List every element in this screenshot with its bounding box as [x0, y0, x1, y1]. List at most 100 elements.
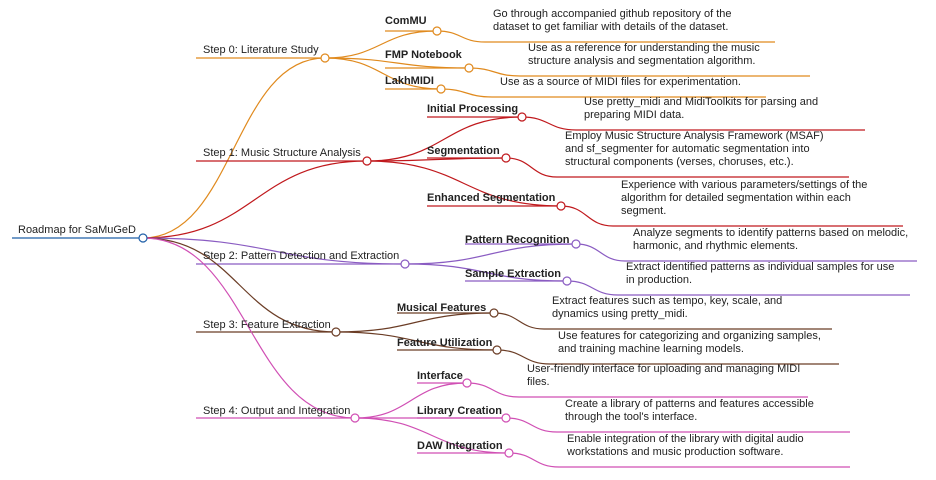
- description-line: Experience with various parameters/setti…: [621, 179, 868, 191]
- branch-step-2-to-child-1: [404, 263, 568, 282]
- child-node-label-1-2[interactable]: Enhanced Segmentation: [427, 192, 556, 204]
- branch-step-4-to-child-0: [354, 382, 468, 419]
- child-node-label-4-1[interactable]: Library Creation: [417, 405, 502, 417]
- child-node-label-1-0[interactable]: Initial Processing: [427, 103, 519, 115]
- branch-step-3-to-child-1: [335, 331, 498, 351]
- branch-child-to-desc-0-2: [440, 88, 493, 98]
- child-description-2-0: Analyze segments to identify patterns ba…: [633, 227, 908, 253]
- child-node-circle-4-2[interactable]: [504, 448, 514, 458]
- child-node-label-0-0[interactable]: ComMU: [385, 15, 427, 27]
- description-line: in production.: [626, 274, 693, 286]
- branch-child-to-desc-1-0: [521, 116, 577, 131]
- description-line: files.: [527, 376, 550, 388]
- description-line: Use features for categorizing and organi…: [558, 330, 821, 342]
- step-node-circle-2[interactable]: [400, 259, 410, 269]
- child-node-label-0-2[interactable]: LakhMIDI: [385, 75, 434, 87]
- child-node-circle-2-1[interactable]: [562, 276, 572, 286]
- child-node-label-0-1[interactable]: FMP Notebook: [385, 49, 462, 61]
- branch-step-1-to-child-0: [366, 116, 523, 162]
- step-node-circle-3[interactable]: [331, 327, 341, 337]
- branch-root-to-step-4: [142, 237, 356, 419]
- description-line: and training machine learning models.: [558, 343, 744, 355]
- child-description-2-1: Extract identified patterns as individua…: [626, 261, 894, 287]
- description-line: structure analysis and segmentation algo…: [528, 55, 756, 67]
- child-description-0-2: Use as a source of MIDI files for experi…: [500, 76, 741, 89]
- branch-child-to-desc-0-0: [436, 30, 486, 43]
- child-node-circle-3-1[interactable]: [492, 345, 502, 355]
- description-line: Use as a source of MIDI files for experi…: [500, 76, 741, 88]
- child-node-label-2-0[interactable]: Pattern Recognition: [465, 234, 570, 246]
- description-line: Analyze segments to identify patterns ba…: [633, 227, 909, 239]
- branch-step-4-to-child-2: [354, 417, 510, 454]
- branch-child-to-desc-4-2: [508, 452, 560, 468]
- description-line: dynamics using pretty_midi.: [552, 308, 688, 320]
- child-node-circle-0-1[interactable]: [464, 63, 474, 73]
- description-line: harmonic, and rhythmic elements.: [633, 240, 799, 252]
- branch-child-to-desc-3-0: [493, 312, 545, 330]
- branch-child-to-desc-2-1: [566, 280, 619, 296]
- child-description-3-0: Extract features such as tempo, key, sca…: [552, 295, 782, 321]
- description-line: dataset to get familiar with details of …: [493, 21, 729, 33]
- branch-root-to-step-3: [142, 237, 337, 333]
- step-node-label-1[interactable]: Step 1: Music Structure Analysis: [203, 147, 361, 159]
- branch-step-1-to-child-2: [366, 160, 562, 207]
- step-node-label-0[interactable]: Step 0: Literature Study: [203, 44, 319, 56]
- branch-step-2-to-child-0: [404, 243, 577, 265]
- child-description-1-1: Employ Music Structure Analysis Framewor…: [565, 130, 824, 169]
- child-description-4-0: User-friendly interface for uploading an…: [527, 363, 800, 389]
- child-node-circle-1-0[interactable]: [517, 112, 527, 122]
- description-line: segment.: [621, 205, 667, 217]
- description-line: and sf_segmenter for automatic segmentat…: [565, 143, 810, 155]
- child-node-label-2-1[interactable]: Sample Extraction: [465, 268, 561, 280]
- branch-step-0-to-child-0: [324, 30, 438, 59]
- step-node-circle-0[interactable]: [320, 53, 330, 63]
- branch-child-to-desc-3-1: [496, 349, 551, 365]
- child-node-circle-3-0[interactable]: [489, 308, 499, 318]
- step-node-label-2[interactable]: Step 2: Pattern Detection and Extraction: [203, 250, 400, 262]
- child-node-label-1-1[interactable]: Segmentation: [427, 145, 500, 157]
- child-node-label-3-1[interactable]: Feature Utilization: [397, 337, 493, 349]
- child-node-circle-4-1[interactable]: [501, 413, 511, 423]
- root-node-label[interactable]: Roadmap for SaMuGeD: [18, 224, 136, 236]
- description-line: Use pretty_midi and MidiToolkits for par…: [584, 96, 819, 108]
- child-node-circle-4-0[interactable]: [462, 378, 472, 388]
- branch-step-0-to-child-2: [324, 57, 442, 90]
- branch-step-3-to-child-0: [335, 312, 495, 333]
- child-node-circle-1-1[interactable]: [501, 153, 511, 163]
- branch-child-to-desc-1-1: [505, 157, 558, 178]
- branch-child-to-desc-0-1: [468, 67, 521, 77]
- description-line: Employ Music Structure Analysis Framewor…: [565, 130, 824, 142]
- branch-child-to-desc-2-0: [575, 243, 626, 262]
- step-node-label-3[interactable]: Step 3: Feature Extraction: [203, 319, 331, 331]
- step-node-circle-4[interactable]: [350, 413, 360, 423]
- description-line: User-friendly interface for uploading an…: [527, 363, 801, 375]
- child-description-1-0: Use pretty_midi and MidiToolkits for par…: [584, 96, 818, 122]
- step-node-circle-1[interactable]: [362, 156, 372, 166]
- child-node-label-4-2[interactable]: DAW Integration: [417, 440, 503, 452]
- description-line: Create a library of patterns and feature…: [565, 398, 814, 410]
- branch-child-to-desc-1-2: [560, 205, 614, 227]
- branch-child-to-desc-4-1: [505, 417, 558, 433]
- description-line: structural components (verses, choruses,…: [565, 156, 794, 168]
- child-description-0-1: Use as a reference for understanding the…: [528, 42, 760, 68]
- branch-root-to-step-2: [142, 237, 406, 265]
- child-node-circle-2-0[interactable]: [571, 239, 581, 249]
- description-line: Go through accompanied github repository…: [493, 8, 732, 20]
- branch-child-to-desc-4-0: [466, 382, 520, 398]
- description-line: preparing MIDI data.: [584, 109, 685, 121]
- child-node-label-3-0[interactable]: Musical Features: [397, 302, 487, 314]
- child-node-circle-0-0[interactable]: [432, 26, 442, 36]
- description-line: Enable integration of the library with d…: [567, 433, 804, 445]
- child-node-circle-1-2[interactable]: [556, 201, 566, 211]
- child-node-circle-0-2[interactable]: [436, 84, 446, 94]
- child-description-0-0: Go through accompanied github repository…: [493, 8, 731, 34]
- step-node-label-4[interactable]: Step 4: Output and Integration: [203, 405, 351, 417]
- description-line: Extract features such as tempo, key, sca…: [552, 295, 783, 307]
- description-line: Use as a reference for understanding the…: [528, 42, 760, 54]
- child-node-label-4-0[interactable]: Interface: [417, 370, 463, 382]
- branch-root-to-step-0: [142, 57, 326, 239]
- description-line: workstations and music production softwa…: [567, 446, 784, 458]
- description-line: through the tool's interface.: [565, 411, 698, 423]
- root-node-circle[interactable]: [138, 233, 148, 243]
